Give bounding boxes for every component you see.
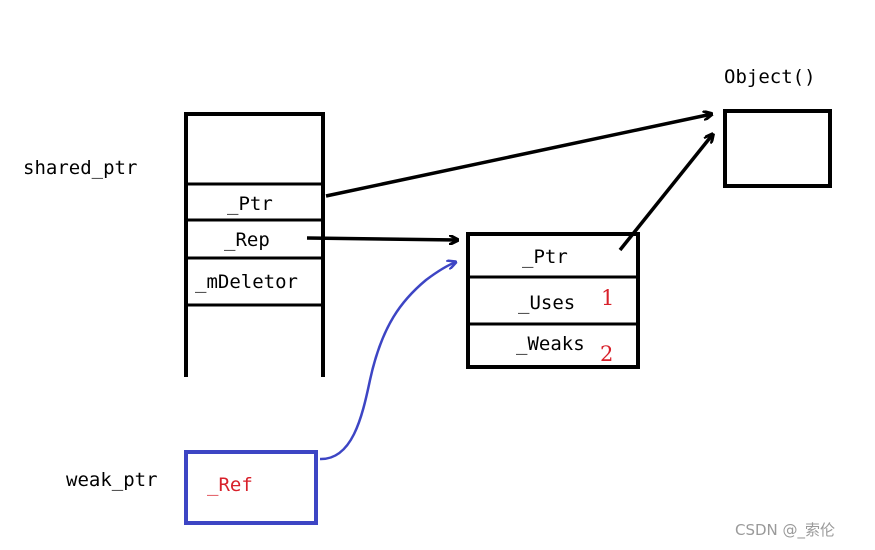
weaks-count: 2 <box>600 342 613 366</box>
shared-ptr-field-rep: _Rep <box>224 229 270 251</box>
ref-count-block <box>466 232 640 369</box>
shared-ptr-field-deletor: _mDeletor <box>195 271 298 293</box>
object-box <box>723 109 832 188</box>
watermark: CSDN @_索伦 <box>735 521 835 540</box>
arrow-ref-ptr-to-object <box>618 134 713 252</box>
object-label: Object() <box>724 66 816 88</box>
weak-ptr-field-ref: _Ref <box>207 474 253 496</box>
shared-ptr-label: shared_ptr <box>23 157 137 179</box>
ref-block-field-weaks: _Weaks <box>516 333 585 355</box>
ref-block-field-uses: _Uses <box>518 292 575 314</box>
ref-block-field-ptr: _Ptr <box>522 246 568 268</box>
arrow-weak-ref-to-ref-block <box>319 262 456 461</box>
arrow-rep-to-ref-block <box>306 238 458 240</box>
weak-ptr-box <box>184 450 318 525</box>
shared-ptr-stack <box>184 112 325 377</box>
weak-ptr-label: weak_ptr <box>66 469 158 491</box>
arrow-ptr-to-object <box>325 114 712 198</box>
shared-ptr-field-ptr: _Ptr <box>227 193 273 215</box>
uses-count: 1 <box>601 286 614 310</box>
